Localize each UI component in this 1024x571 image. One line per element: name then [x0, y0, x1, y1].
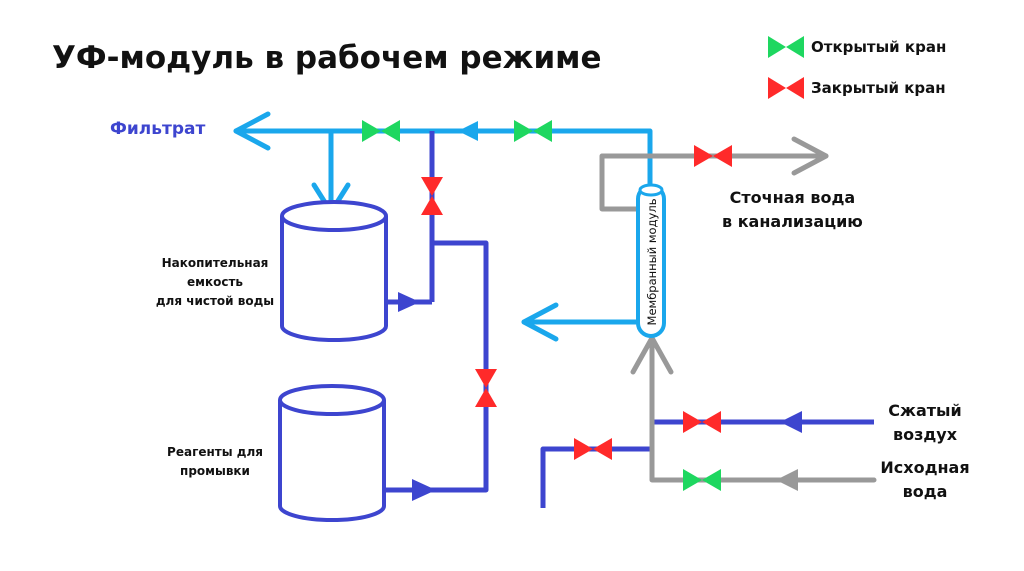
flow-arrow-storage — [398, 292, 420, 312]
storage-tank-label: Накопительная емкость для чистой воды — [150, 254, 280, 311]
reagents-tank-label: Реагенты для промывки — [160, 443, 270, 481]
waste-arrowhead — [791, 136, 829, 176]
compressed-air-label: Сжатый воздух — [870, 399, 980, 447]
valve-waste-closed[interactable] — [694, 145, 732, 167]
page-title: УФ-модуль в рабочем режиме — [52, 40, 602, 76]
feed-line — [649, 335, 877, 483]
valve-filtrate-left-open[interactable] — [362, 120, 400, 142]
storage-label-line1: Накопительная — [161, 256, 269, 270]
flow-arrow-feed — [776, 469, 798, 491]
reagents-label-line2: промывки — [180, 464, 250, 478]
feed-water-label: Исходная вода — [870, 456, 980, 504]
legend-open-valve-icon — [768, 36, 804, 58]
storage-label-line3: для чистой воды — [155, 294, 275, 308]
waste-label-line1: Сточная вода — [729, 188, 856, 207]
air-label-line2: воздух — [892, 425, 958, 444]
feed-label-line2: вода — [902, 482, 948, 501]
storage-label-line2: емкость — [187, 275, 243, 289]
air-label-line1: Сжатый — [888, 401, 962, 420]
module-outlet-arrowhead — [521, 302, 559, 342]
valve-air-closed[interactable] — [683, 411, 721, 433]
module-inlet-arrowhead — [630, 335, 674, 375]
membrane-module: Мембранный модуль — [636, 183, 666, 338]
legend-closed-valve-icon — [768, 77, 804, 99]
waste-label-line2: в канализацию — [722, 212, 863, 231]
valve-cleaning-closed[interactable] — [475, 369, 497, 407]
valve-drain-closed[interactable] — [574, 438, 612, 460]
reagents-label-line1: Реагенты для — [167, 445, 263, 459]
module-label: Мембранный модуль — [645, 198, 659, 325]
reagents-tank — [278, 384, 386, 522]
filtrate-main-line — [233, 128, 653, 189]
waste-water-label: Сточная вода в канализацию — [722, 186, 863, 234]
flow-arrow-reagents — [412, 479, 436, 501]
filtrate-label: Фильтрат — [110, 119, 206, 139]
valve-feed-open[interactable] — [683, 469, 721, 491]
flow-arrow-air — [780, 411, 802, 433]
cleaning-loop-line — [386, 240, 489, 493]
legend-open-label: Открытый кран — [811, 38, 947, 56]
feed-label-line1: Исходная — [880, 458, 970, 477]
valve-bypass-closed[interactable] — [421, 177, 443, 215]
drain-low-line — [540, 446, 652, 508]
legend-closed-label: Закрытый кран — [811, 79, 946, 97]
storage-tank — [280, 200, 388, 342]
flow-arrow-filtrate — [458, 121, 478, 141]
filtrate-arrowhead-left — [233, 111, 271, 151]
valve-filtrate-right-open[interactable] — [514, 120, 552, 142]
